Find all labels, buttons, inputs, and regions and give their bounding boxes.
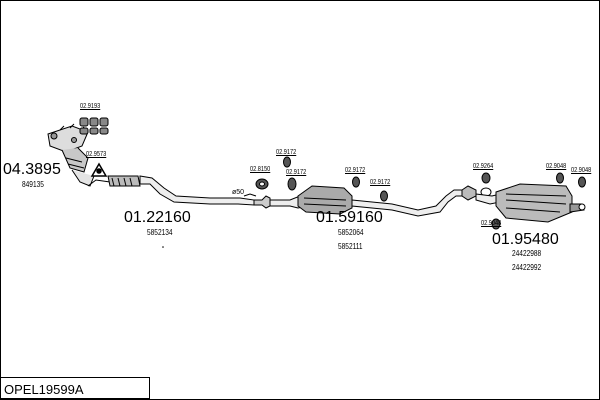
- catalytic-converter-drawing: [47, 123, 95, 187]
- diagram-title: OPEL19599A: [4, 382, 84, 397]
- ref-catalyst: 849135: [22, 180, 44, 189]
- fitting-code-9048-c: 02.9048: [481, 220, 502, 227]
- fitting-code-9048-b: 02.9048: [571, 167, 592, 174]
- fitting-code-9573: 02.9573: [86, 151, 107, 158]
- pipe-size-label: ø50: [232, 189, 245, 196]
- fitting-code-9048-a: 02.9048: [546, 163, 567, 170]
- gasket-9573-drawing: [90, 162, 108, 177]
- ref-middle-silencer-2: 5852111: [338, 242, 363, 251]
- fitting-code-9172-b: 02.9172: [286, 169, 307, 176]
- fitting-code-9172-d: 02.9172: [370, 179, 391, 186]
- fitting-code-9264: 02.9264: [473, 163, 494, 170]
- fitting-code-9193: 02.9193: [80, 103, 101, 110]
- part-number-front-pipe: 01.22160: [124, 209, 191, 226]
- ref-middle-silencer-1: 5852064: [338, 228, 364, 237]
- fitting-code-9172-a: 02.9172: [276, 149, 297, 156]
- part-number-middle-silencer: 01.59160: [316, 209, 383, 226]
- part-number-catalyst: 04.3895: [3, 161, 61, 178]
- diagram-title-box: OPEL19599A: [0, 377, 150, 399]
- clamp-drawing: [243, 193, 257, 197]
- part-number-rear-silencer: 01.95480: [492, 231, 559, 248]
- ref-rear-silencer-1: 24422988: [512, 249, 542, 258]
- ref-front-pipe: 5852134: [147, 228, 173, 237]
- fitting-code-8150: 02.8150: [250, 166, 271, 173]
- rear-silencer-drawing: [461, 183, 586, 223]
- hangers-drawing: [255, 156, 586, 230]
- fitting-code-9172-c: 02.9172: [345, 167, 366, 174]
- front-pipe-drawing: [87, 175, 255, 206]
- marker-dot: [162, 246, 164, 248]
- middle-silencer-drawing: [253, 185, 463, 217]
- ref-rear-silencer-2: 24422992: [512, 263, 542, 272]
- gasket-9193-drawing: [79, 117, 109, 135]
